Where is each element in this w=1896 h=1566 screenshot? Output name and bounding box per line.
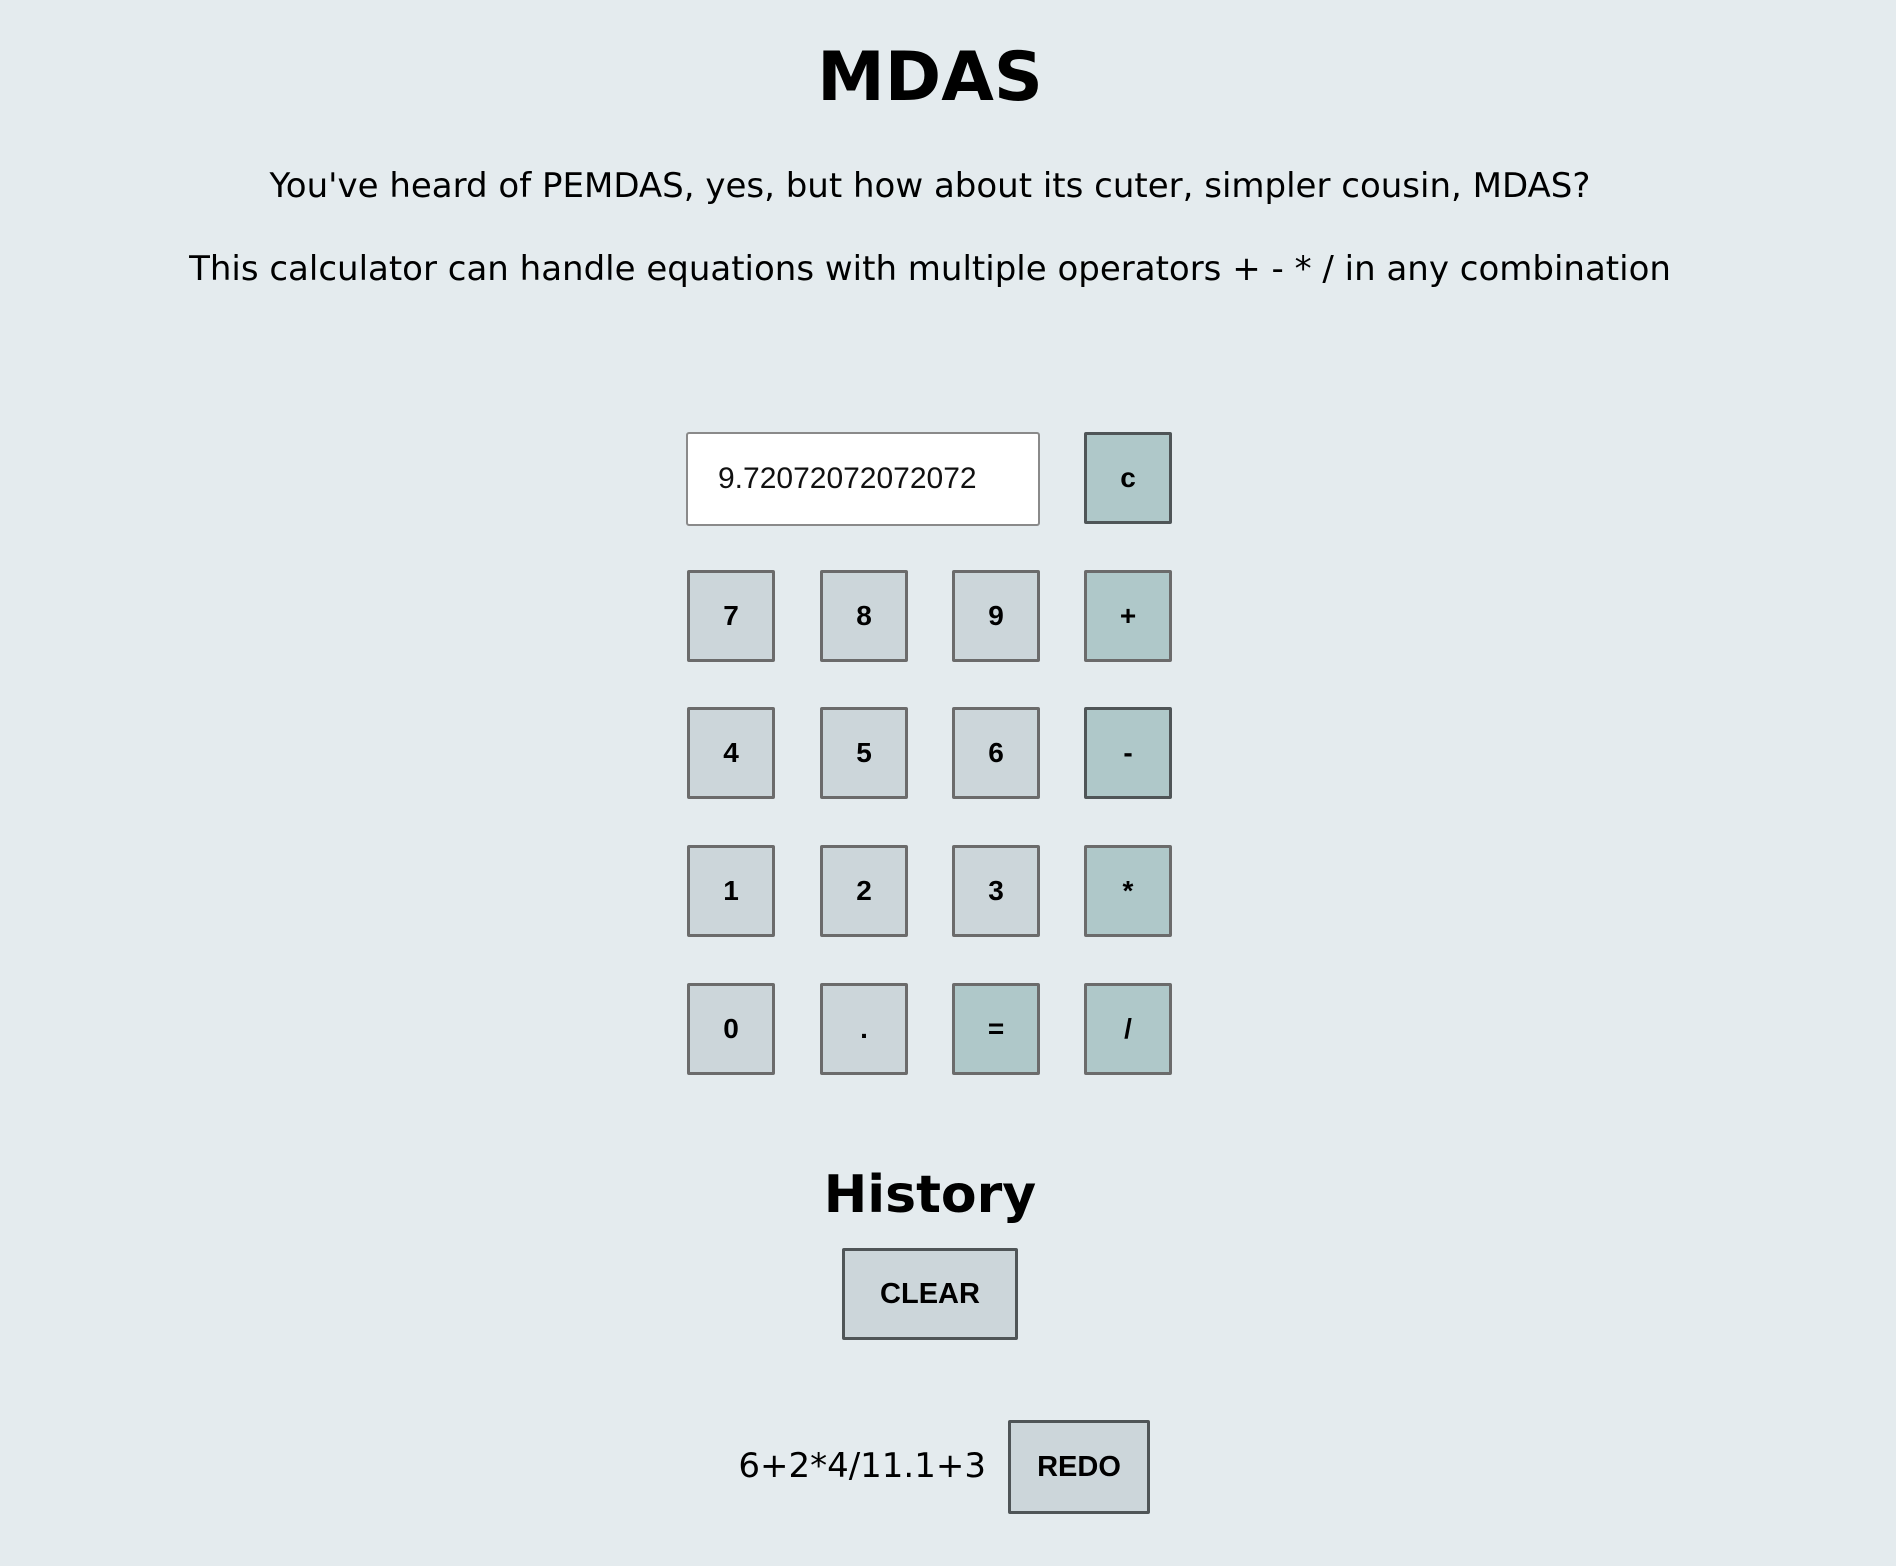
key-divide[interactable]: / [1084,983,1172,1075]
clear-history-button[interactable]: CLEAR [842,1248,1018,1340]
page-title: MDAS [817,38,1043,117]
key-6[interactable]: 6 [952,707,1040,799]
key-equals[interactable]: = [952,983,1040,1075]
intro-text-1: You've heard of PEMDAS, yes, but how abo… [269,166,1591,206]
clear-entry-button[interactable]: c [1084,432,1172,524]
key-plus[interactable]: + [1084,570,1172,662]
key-2[interactable]: 2 [820,845,908,937]
key-1[interactable]: 1 [687,845,775,937]
key-9[interactable]: 9 [952,570,1040,662]
key-decimal[interactable]: . [820,983,908,1075]
key-8[interactable]: 8 [820,570,908,662]
key-0[interactable]: 0 [687,983,775,1075]
intro-text-2: This calculator can handle equations wit… [189,249,1671,289]
calculator-display[interactable]: 9.72072072072072 [686,432,1040,526]
key-5[interactable]: 5 [820,707,908,799]
redo-button[interactable]: REDO [1008,1420,1150,1514]
key-7[interactable]: 7 [687,570,775,662]
key-multiply[interactable]: * [1084,845,1172,937]
key-4[interactable]: 4 [687,707,775,799]
history-expression: 6+2*4/11.1+3 [738,1446,986,1486]
key-minus[interactable]: - [1084,707,1172,799]
key-3[interactable]: 3 [952,845,1040,937]
history-title: History [823,1165,1037,1225]
